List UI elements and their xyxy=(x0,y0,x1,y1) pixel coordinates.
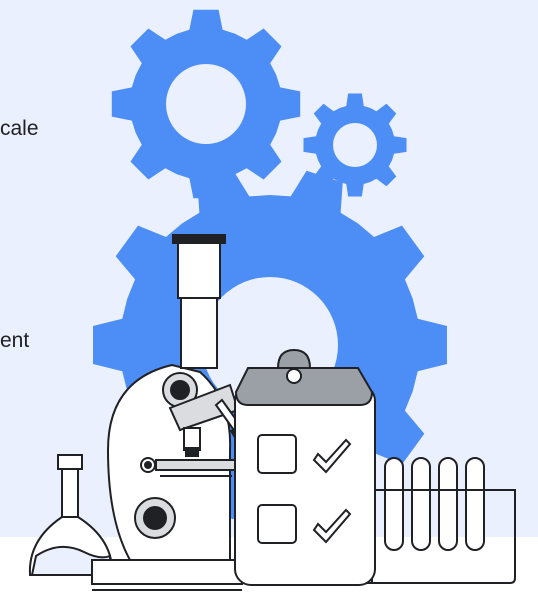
checkbox-icon xyxy=(257,434,297,474)
test-tube-rack-icon xyxy=(350,457,516,584)
text-fragment-1: cale xyxy=(0,117,39,140)
clipboard-checklist-icon xyxy=(234,348,376,586)
top-gear-icon xyxy=(111,9,301,199)
text-fragment-2: ent xyxy=(0,329,30,352)
microscope-icon xyxy=(91,234,245,591)
checkmark-icon xyxy=(312,508,352,544)
checkmark-icon xyxy=(312,438,352,474)
flask-icon xyxy=(28,454,114,576)
small-gear-icon xyxy=(303,93,407,197)
checkbox-icon xyxy=(257,504,297,544)
